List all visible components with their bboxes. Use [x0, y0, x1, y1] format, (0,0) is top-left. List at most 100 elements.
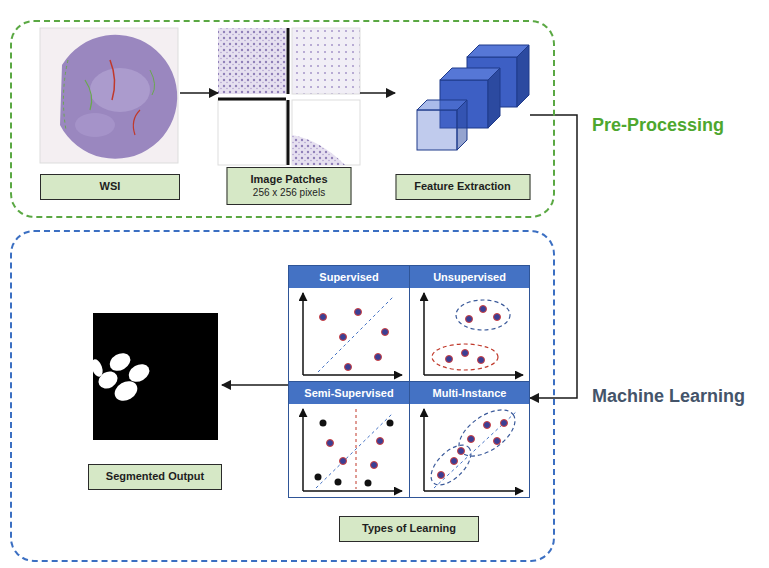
image-patches: [292, 28, 360, 94]
multi-instance-plot: [438, 472, 445, 479]
wsi-image: [85, 80, 92, 110]
feature-cubes: [457, 100, 467, 150]
wsi-image: [40, 28, 178, 163]
supervised-plot: [320, 309, 389, 371]
semi-supervised-plot: [327, 440, 334, 447]
box-title: Types of Learning: [348, 522, 470, 536]
semi-supervised-plot: [315, 474, 322, 481]
semi-supervised-plot: [377, 438, 384, 445]
group-heading: Pre-Processing: [592, 115, 724, 137]
multi-instance-plot: [494, 438, 501, 445]
supervised-plot: [318, 297, 393, 372]
unsupervised-plot: [424, 293, 523, 375]
semi-supervised-plot: [320, 420, 327, 427]
label-box: Feature Extraction: [395, 174, 530, 200]
image-patches: [292, 135, 345, 165]
semi-supervised-plot: [371, 462, 378, 469]
unsupervised-plot: [446, 356, 453, 363]
image-patches: [218, 28, 360, 165]
segmentation-mask: [89, 313, 218, 440]
flow-arrow: [360, 92, 395, 94]
supervised-plot: [340, 334, 347, 341]
box-title: WSI: [49, 180, 171, 194]
unsupervised-plot: [423, 293, 425, 375]
learning-quadrant: Semi-Supervised: [288, 381, 410, 498]
quadrant-title: Multi-Instance: [433, 387, 507, 399]
unsupervised-plot: [462, 350, 469, 357]
unsupervised-plot: [446, 306, 501, 364]
box-title: Image Patches: [236, 173, 343, 187]
header-bar: Unsupervised: [410, 266, 529, 288]
unsupervised-plot: [432, 344, 498, 370]
unsupervised-plot: [424, 374, 523, 376]
image-patches: [292, 100, 360, 165]
supervised-plot: [375, 354, 382, 361]
semi-supervised-plot: [316, 413, 393, 488]
image-patches: [292, 28, 360, 94]
multi-instance-plot: [484, 422, 491, 429]
multi-instance-plot: [434, 411, 517, 488]
step-label-box: Image Patches256 x 256 pixels: [218, 28, 360, 205]
unsupervised-plot: [480, 306, 487, 313]
box-title: Segmented Output: [97, 470, 213, 484]
learning-quadrant: Multi-Instance: [409, 381, 530, 498]
wsi-image: [75, 113, 115, 137]
wsi-image: [40, 28, 178, 163]
quadrant-title: Unsupervised: [433, 271, 506, 283]
supervised-plot: [355, 309, 362, 316]
image-patches: [218, 28, 286, 94]
segmentation-mask: [106, 350, 133, 375]
segmentation-mask: [89, 358, 105, 378]
multi-instance-plot: [423, 409, 425, 491]
segmentation-mask: [111, 377, 141, 405]
semi-supervised-plot: [303, 490, 402, 492]
header-bar: Multi-Instance: [410, 382, 529, 404]
header-bar: Supervised: [289, 266, 409, 288]
box-subtitle: 256 x 256 pixels: [236, 187, 343, 200]
semi-supervised-plot: [302, 409, 304, 491]
image-patches: [287, 100, 290, 165]
flow-arrow: [180, 92, 218, 94]
multi-instance-plot: [424, 401, 523, 492]
wsi-image: [63, 60, 68, 130]
unsupervised-plot: [466, 316, 473, 323]
unsupervised-plot: [494, 314, 501, 321]
multi-instance-plot: [451, 401, 523, 466]
image-patches: [218, 100, 286, 165]
multi-instance-plot: [424, 490, 523, 492]
box-title: Feature Extraction: [404, 180, 521, 194]
learning-quadrant: Unsupervised: [409, 265, 530, 382]
label-box: WSI: [40, 174, 180, 200]
label-box: Segmented Output: [88, 464, 222, 490]
unsupervised-plot: [456, 300, 510, 330]
learning-grid: Types of Learning Supervised UnsupervisedS…: [288, 265, 530, 542]
flow-arrow: [222, 384, 288, 386]
multi-instance-plot: [438, 420, 508, 479]
multi-instance-plot: [468, 436, 475, 443]
semi-supervised-plot: [303, 409, 402, 491]
wsi-image: [90, 68, 150, 112]
multi-instance-plot: [451, 458, 458, 465]
header-bar: Semi-Supervised: [289, 382, 409, 404]
wsi-image: [133, 110, 140, 135]
multi-instance-plot: [501, 420, 508, 427]
semi-supervised-plot: [340, 458, 347, 465]
image-patches: [218, 98, 286, 101]
group-region: Machine LearningTypes of LearningSupervi…: [10, 230, 555, 562]
feature-cubes: [517, 45, 529, 107]
semi-supervised-plot: [365, 480, 372, 487]
supervised-plot: [302, 293, 304, 375]
feature-cubes: [417, 45, 529, 150]
segmentation-mask: [89, 350, 152, 405]
label-box: Image Patches256 x 256 pixels: [227, 167, 352, 205]
step-label-box: WSI: [40, 28, 180, 200]
supervised-plot: [303, 374, 402, 376]
supervised-plot: [320, 314, 327, 321]
segmentation-mask: [93, 313, 218, 440]
group-region: Pre-ProcessingWSIImage Patches256 x 256 …: [10, 20, 555, 218]
feature-cubes: [417, 110, 457, 150]
semi-supervised-plot: [387, 420, 394, 427]
multi-instance-plot: [424, 438, 478, 492]
